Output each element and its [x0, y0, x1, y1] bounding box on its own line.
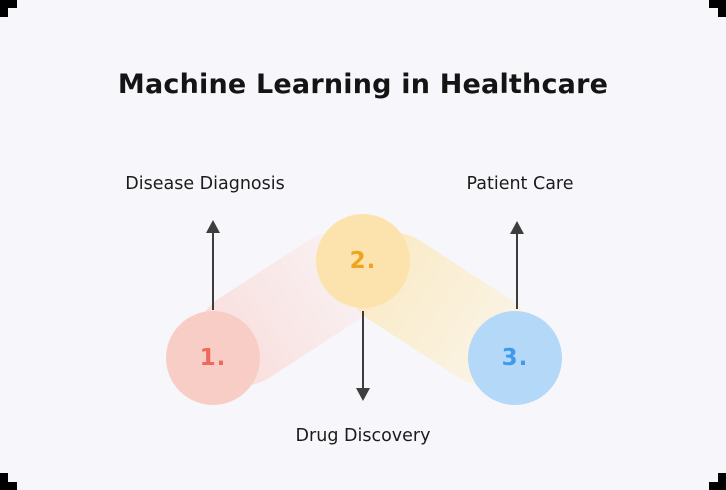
- arrow-up-disease-diagnosis-icon: [206, 220, 220, 310]
- arrowhead-icon: [356, 388, 370, 401]
- arrowhead-icon: [206, 220, 220, 233]
- arrow-shaft: [212, 233, 214, 310]
- arrow-shaft: [516, 234, 518, 309]
- arrow-shaft: [362, 311, 364, 388]
- node-circle-3: 3.: [468, 311, 562, 405]
- node-number-2: 2.: [349, 248, 377, 274]
- corner-mark-bottom-right-icon: [709, 473, 726, 490]
- node-circle-2: 2.: [316, 214, 410, 308]
- label-patient-care: Patient Care: [466, 174, 574, 194]
- node-circle-1: 1.: [166, 311, 260, 405]
- arrowhead-icon: [510, 221, 524, 234]
- label-disease-diagnosis: Disease Diagnosis: [125, 174, 285, 194]
- node-number-3: 3.: [501, 345, 529, 371]
- corner-mark-top-right-icon: [709, 0, 726, 17]
- node-number-1: 1.: [199, 345, 227, 371]
- arrow-down-drug-discovery-icon: [356, 311, 370, 401]
- page-title: Machine Learning in Healthcare: [117, 69, 609, 101]
- arrow-up-patient-care-icon: [510, 221, 524, 309]
- corner-mark-bottom-left-icon: [0, 473, 17, 490]
- label-drug-discovery: Drug Discovery: [295, 426, 431, 446]
- corner-mark-top-left-icon: [0, 0, 17, 17]
